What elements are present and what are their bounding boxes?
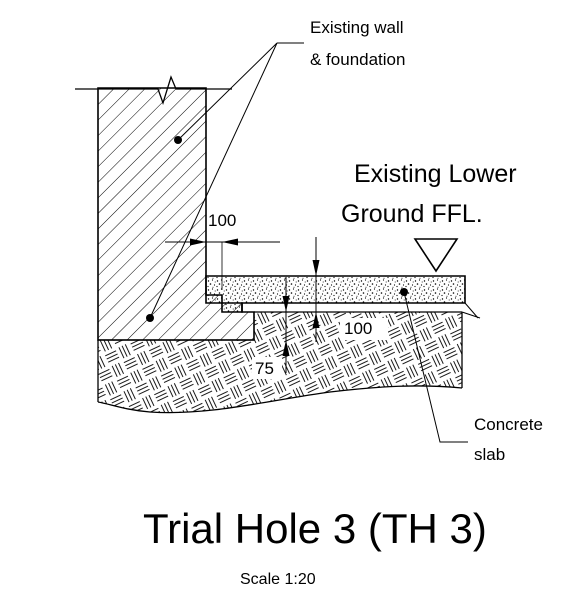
drawing-scale: Scale 1:20 xyxy=(240,571,316,588)
slab-underside-line xyxy=(461,311,481,319)
wall-break-line xyxy=(75,75,232,106)
dim-slab-text-bg xyxy=(340,318,388,340)
ffl-level-triangle xyxy=(413,238,459,273)
ffl-label-line1: Existing Lower xyxy=(354,160,517,188)
dim-wall-offset-text: 100 xyxy=(208,211,236,230)
dim-slab-arrow-top xyxy=(312,260,320,276)
slab-leader-dot xyxy=(400,288,408,296)
dim-step-arrow-bottom xyxy=(282,340,290,356)
dim-slab-text: 100 xyxy=(344,319,372,338)
wall-leader-dot-2 xyxy=(146,314,154,322)
slab-label-leader xyxy=(403,291,468,443)
drawing-title: Trial Hole 3 (TH 3) xyxy=(143,505,487,552)
wall-leader-dot-1 xyxy=(174,136,182,144)
dim-step-text-bg xyxy=(252,357,282,379)
slab-break-line xyxy=(464,302,479,319)
dim-step-arrow-top xyxy=(282,296,290,312)
dim-step-text: 75 xyxy=(255,359,274,378)
wall-label-line1: Existing wall xyxy=(310,18,404,37)
slab-label-line1: Concrete xyxy=(474,415,543,434)
slab-label-line2: slab xyxy=(474,445,505,464)
wall-label-leader-1 xyxy=(177,42,278,141)
concrete-slab xyxy=(205,275,466,313)
dim-wall-offset-arrow-left xyxy=(190,238,206,246)
dim-slab-arrow-bottom xyxy=(312,312,320,328)
wall-label-line2: & foundation xyxy=(310,50,405,69)
dim-wall-offset-arrow-right xyxy=(222,238,238,246)
wall-label-leader-2 xyxy=(149,42,278,319)
ffl-label-line2: Ground FFL. xyxy=(341,200,483,228)
soil-bottom-edge xyxy=(97,385,463,414)
